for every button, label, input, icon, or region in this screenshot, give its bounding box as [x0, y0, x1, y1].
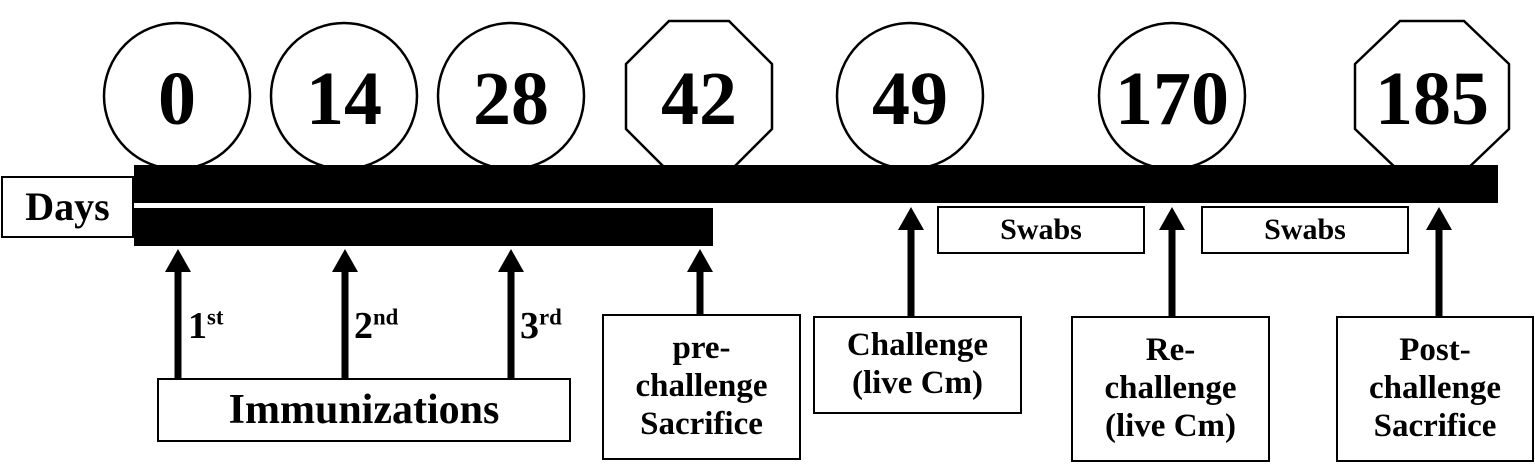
days-text: Days: [25, 184, 110, 229]
day-label-0: 0: [158, 57, 196, 141]
arrow-pre-sacrifice: [687, 249, 713, 316]
swabs-box-2: Swabs: [1201, 206, 1409, 254]
day-label-42: 42: [661, 57, 737, 141]
rechallenge-box: Re- challenge (live Cm): [1071, 316, 1270, 462]
day-marker-28: 28: [436, 21, 586, 171]
day-marker-185: 185: [1353, 19, 1511, 174]
swabs-box-1: Swabs: [937, 206, 1145, 254]
arrow-dose-3: [498, 249, 524, 378]
arrow-dose-2: [332, 249, 358, 378]
immunization-period-bar: [134, 208, 713, 246]
day-marker-14: 14: [269, 21, 419, 171]
swabs-label-1: Swabs: [1000, 212, 1082, 246]
day-label-14: 14: [306, 57, 382, 141]
day-marker-170: 170: [1097, 21, 1247, 171]
immunizations-box: Immunizations: [157, 378, 571, 442]
pre-challenge-sacrifice-box: pre- challenge Sacrifice: [602, 314, 801, 460]
swabs-label-2: Swabs: [1264, 212, 1346, 246]
challenge-box: Challenge (live Cm): [813, 316, 1022, 414]
arrow-rechallenge: [1159, 207, 1185, 318]
day-marker-49: 49: [835, 21, 985, 171]
day-marker-42: 42: [624, 19, 774, 174]
days-axis-label: Days: [1, 176, 134, 238]
dose-label-1: 1st: [188, 304, 224, 347]
day-label-49: 49: [872, 57, 948, 141]
day-label-170: 170: [1115, 57, 1229, 141]
arrow-dose-1: [165, 249, 191, 378]
day-label-185: 185: [1375, 57, 1489, 141]
post-challenge-sacrifice-box: Post- challenge Sacrifice: [1336, 316, 1534, 462]
dose-label-3: 3rd: [520, 304, 562, 347]
dose-label-2: 2nd: [354, 304, 399, 347]
day-label-28: 28: [473, 57, 549, 141]
arrow-challenge: [898, 207, 924, 318]
immunizations-label: Immunizations: [228, 386, 500, 433]
arrow-post-sacrifice: [1426, 207, 1452, 318]
day-marker-0: 0: [102, 21, 252, 171]
timeline-bar: [134, 165, 1498, 203]
